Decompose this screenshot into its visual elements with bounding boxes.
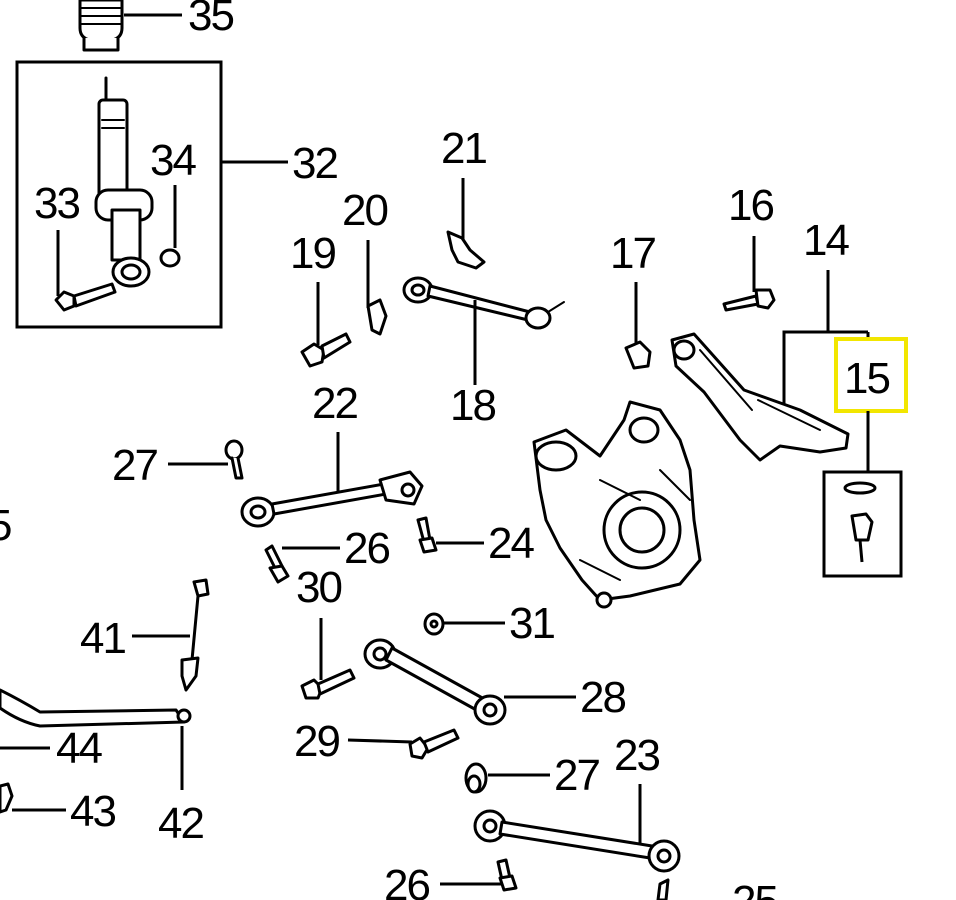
callout-32: 32 <box>292 139 337 188</box>
callout-16: 16 <box>728 181 773 230</box>
callout-19: 19 <box>290 229 335 278</box>
part-34-nut[interactable] <box>159 185 181 268</box>
callout-28: 28 <box>580 673 625 722</box>
callout-30: 30 <box>296 563 341 612</box>
part-24-bolt[interactable] <box>416 516 438 554</box>
callout-21: 21 <box>441 124 486 173</box>
part-21-bracket[interactable] <box>446 230 486 270</box>
part-14-trailing-arm[interactable] <box>670 332 850 462</box>
part-23-lower-link[interactable] <box>473 809 681 873</box>
part-27-bushing-lower[interactable] <box>464 762 488 794</box>
callout-23: 23 <box>614 731 659 780</box>
part-26-bolt-lower[interactable] <box>496 858 518 892</box>
callout-41: 41 <box>80 614 125 663</box>
part-32-shock-absorber[interactable] <box>94 76 154 288</box>
callout-20: 20 <box>342 186 387 235</box>
stabilizer-bar[interactable] <box>0 688 192 728</box>
part-28-lower-link[interactable] <box>363 638 507 726</box>
part-15-box-frame <box>822 470 903 578</box>
callout-25: 25 <box>732 877 777 900</box>
part-43-bracket[interactable] <box>0 782 14 814</box>
part-31-washer[interactable] <box>423 612 445 636</box>
callout-33: 33 <box>34 179 79 228</box>
part-17-bushing[interactable] <box>624 340 652 370</box>
callout-26-lower: 26 <box>384 861 429 900</box>
highlight-box-15 <box>834 337 908 413</box>
part-27-bushing-upper[interactable] <box>224 439 244 480</box>
part-18-upper-control-link[interactable] <box>402 276 565 330</box>
part-15-bushing-set[interactable] <box>843 481 877 563</box>
part-29-bolt[interactable] <box>408 728 460 760</box>
callout-29: 29 <box>294 717 339 766</box>
callout-35: 35 <box>188 0 233 40</box>
callout-18: 18 <box>450 381 495 430</box>
callout-42: 42 <box>158 799 203 848</box>
callout-27-upper: 27 <box>112 441 157 490</box>
part-22-lower-link[interactable] <box>240 470 424 528</box>
callout-31: 31 <box>509 599 554 648</box>
part-41-stabilizer-link[interactable] <box>180 578 210 692</box>
part-30-bolt[interactable] <box>300 668 356 700</box>
callout-24: 24 <box>488 519 534 568</box>
callout-26-upper: 26 <box>344 524 389 573</box>
part-19-bolt[interactable] <box>300 332 352 368</box>
callout-5: 5 <box>0 501 11 550</box>
callout-14: 14 <box>803 216 849 265</box>
callout-17: 17 <box>610 229 655 278</box>
part-20-clip[interactable] <box>366 298 388 336</box>
part-25-bolt[interactable] <box>656 878 670 900</box>
part-35-spring-bumper[interactable] <box>78 0 182 52</box>
callout-27-lower: 27 <box>554 751 599 800</box>
callout-22: 22 <box>312 379 357 428</box>
callout-34: 34 <box>150 136 196 185</box>
shock-absorber-group-frame <box>15 60 223 329</box>
part-26-bolt-upper[interactable] <box>264 544 290 584</box>
part-16-bolt[interactable] <box>722 288 776 312</box>
part-33-bolt[interactable] <box>54 230 117 312</box>
callout-43: 43 <box>70 787 115 836</box>
rear-knuckle[interactable] <box>532 400 702 609</box>
callout-15[interactable]: 15 <box>844 354 891 403</box>
callout-44: 44 <box>56 724 102 773</box>
